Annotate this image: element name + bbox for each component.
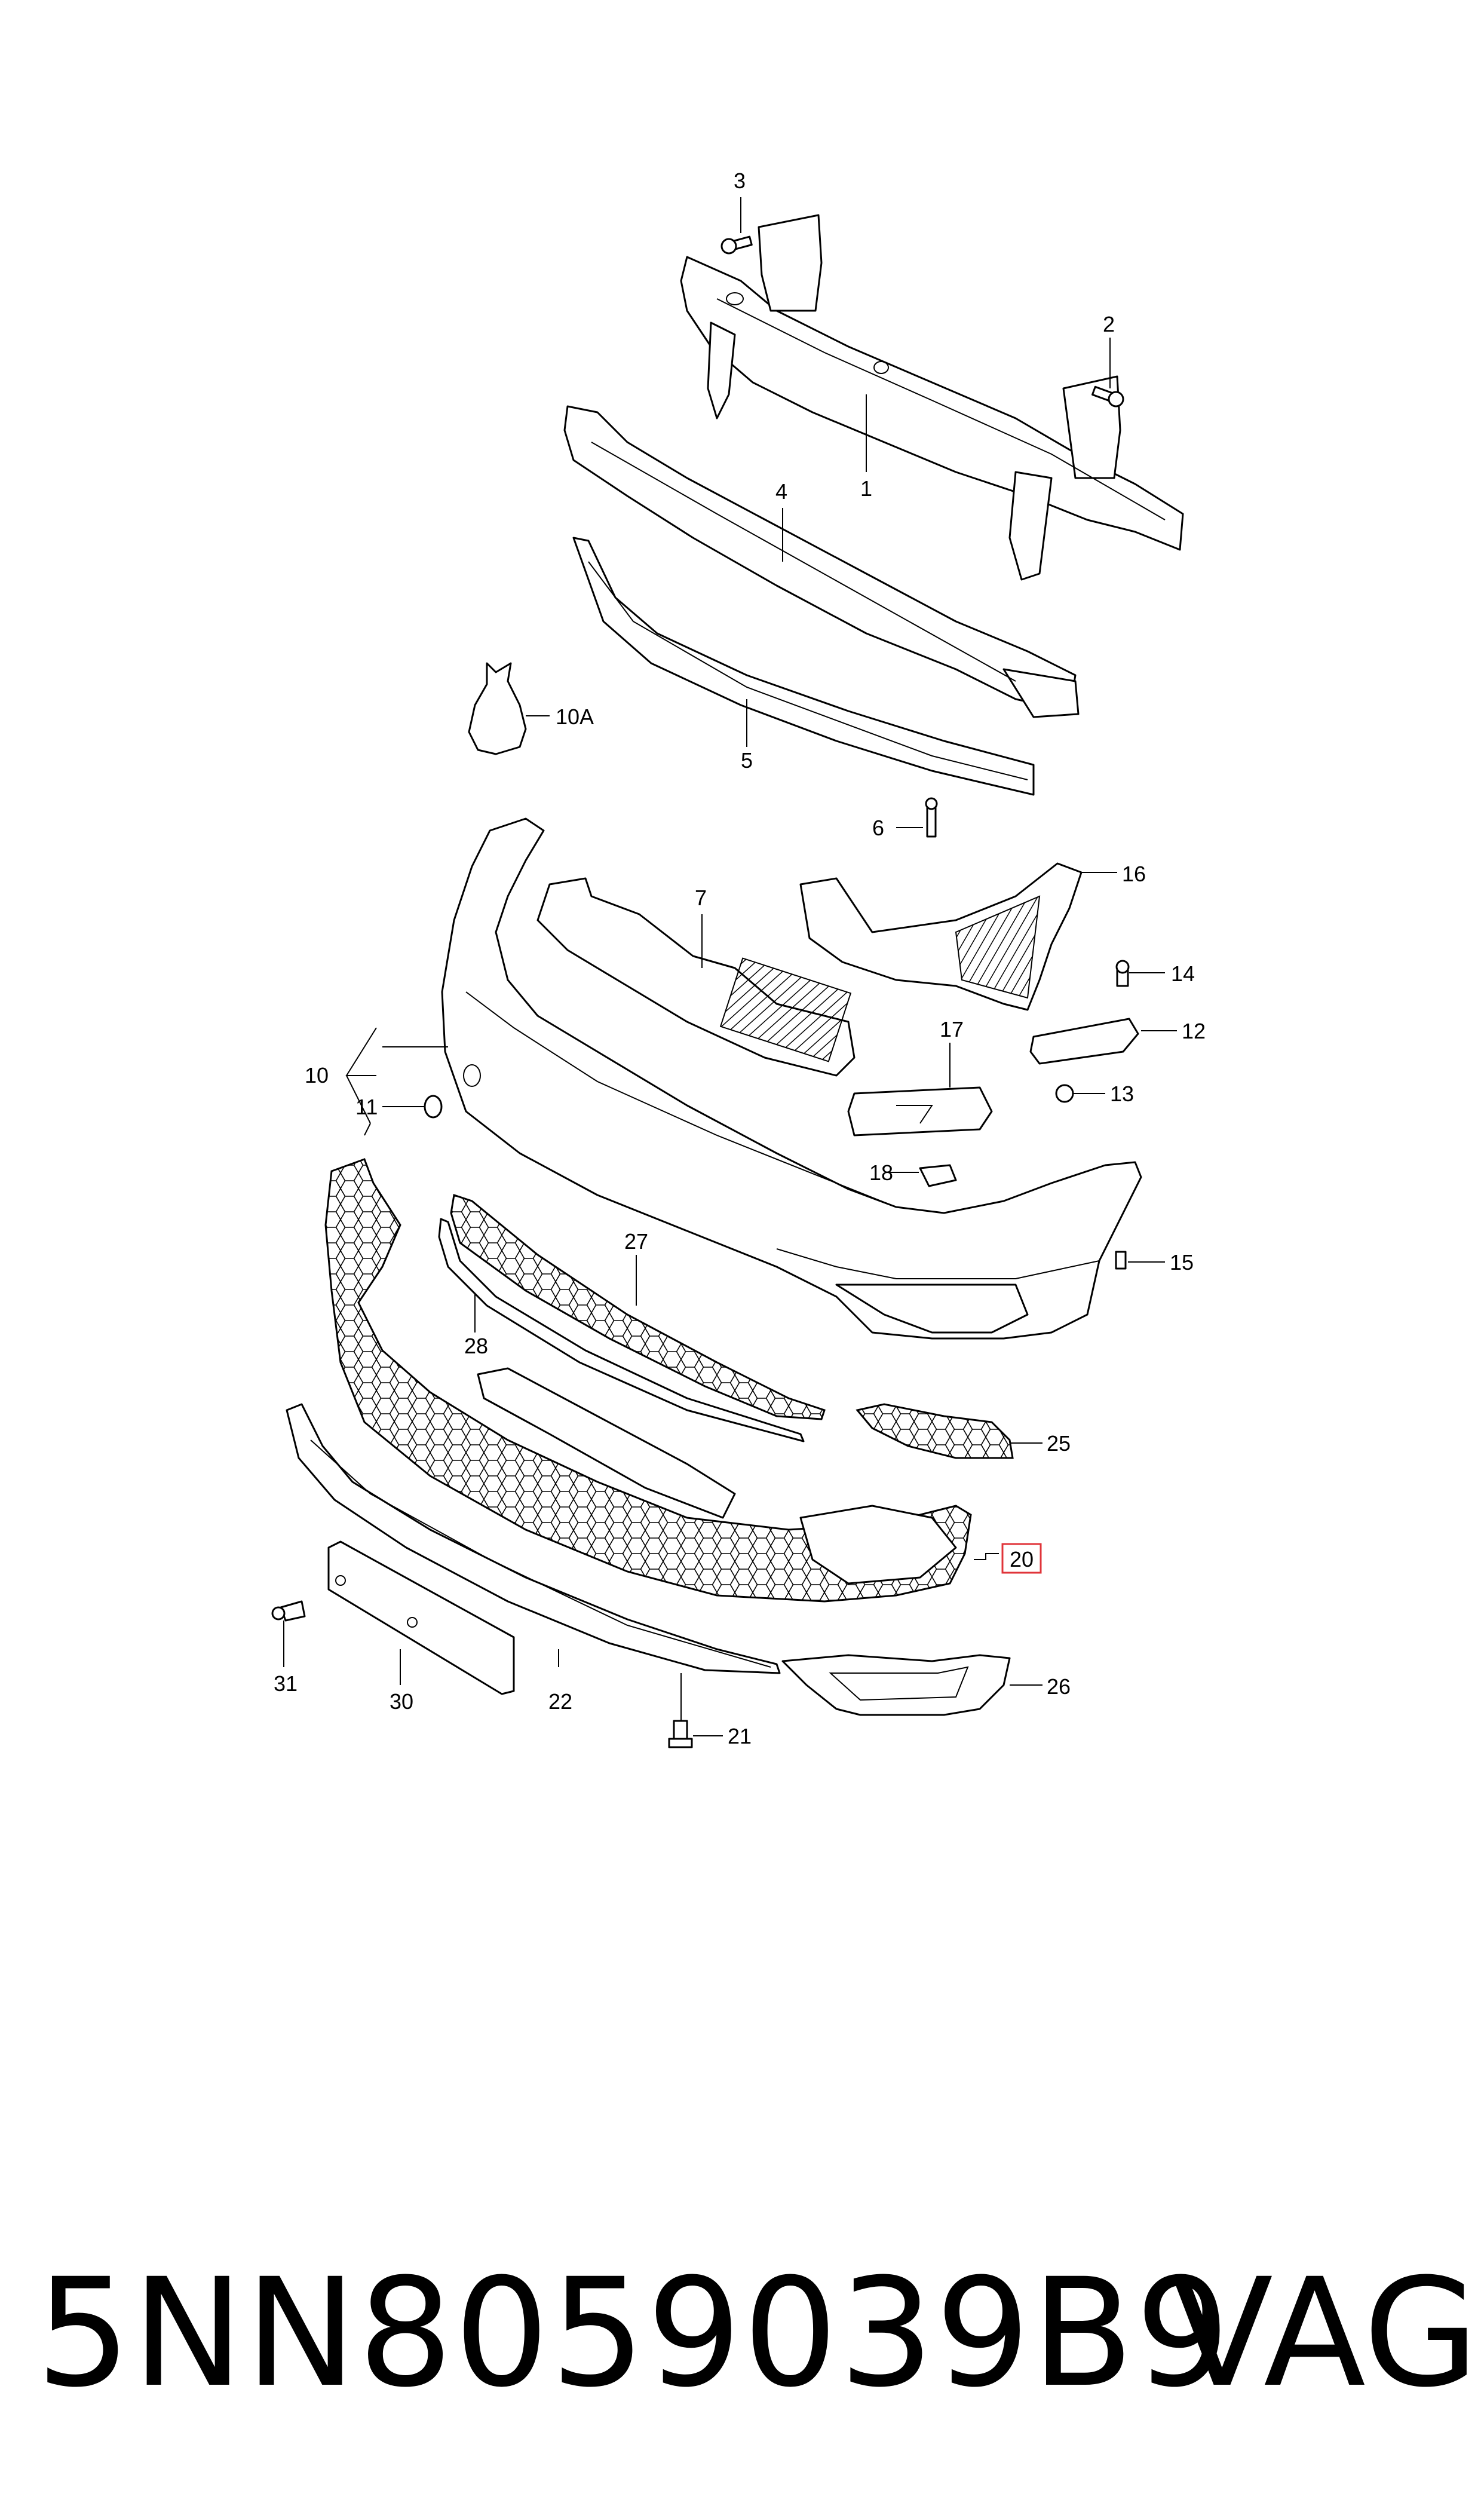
clip-31-part [271, 1600, 306, 1622]
footer: 5NN8059039B9 VAG [36, 2246, 1479, 2420]
bolt-6-part [925, 797, 938, 838]
callout-13: 13 [1110, 1082, 1134, 1106]
callout-10: 10 [305, 1063, 329, 1088]
spoiler-22-part [286, 1403, 781, 1674]
callout-21: 21 [728, 1724, 752, 1748]
callout-2: 2 [1103, 312, 1115, 336]
callout-15: 15 [1170, 1250, 1194, 1275]
callout-12: 12 [1182, 1019, 1206, 1043]
callout-30: 30 [390, 1689, 413, 1714]
guide-12-part [1029, 1018, 1139, 1065]
bracket-17-part [847, 1086, 993, 1137]
callout-22: 22 [548, 1689, 572, 1714]
callout-6: 6 [872, 816, 884, 840]
callout-26: 26 [1047, 1674, 1071, 1699]
cross-member-part [680, 214, 1184, 581]
bolt-2-part [1091, 385, 1124, 408]
trim-strip-28-part [438, 1218, 805, 1442]
callout-18: 18 [869, 1160, 893, 1185]
callout-labels: 3 2 1 4 10A 5 6 7 16 14 17 12 10 13 11 1… [274, 169, 1206, 1748]
cap-18-part [919, 1164, 957, 1187]
callout-7: 7 [695, 886, 707, 910]
callout-4: 4 [775, 479, 787, 504]
brand-name: VAG [1171, 2246, 1479, 2420]
callout-27: 27 [624, 1229, 648, 1254]
upper-grille-part [450, 1194, 826, 1420]
callout-20: 20 [1010, 1547, 1034, 1572]
callout-5: 5 [741, 748, 753, 773]
part-number: 5NN8059039B9 [36, 2246, 1232, 2420]
screw-15-part [1115, 1251, 1127, 1270]
side-bracket-part [799, 862, 1083, 1011]
lower-bumper-20-part [324, 1158, 972, 1603]
callout-25: 25 [1047, 1431, 1071, 1456]
callout-3: 3 [734, 169, 746, 193]
callout-28: 28 [464, 1334, 488, 1358]
callout-20-highlight-box [1001, 1543, 1042, 1574]
callout-11: 11 [355, 1095, 378, 1119]
screw-14-part [1115, 960, 1130, 987]
trim-26-part [781, 1654, 1011, 1716]
plate-bracket-30-part [327, 1540, 515, 1695]
callout-10a: 10A [556, 704, 594, 729]
fog-grille-25-part [856, 1403, 1014, 1459]
callout-1: 1 [860, 476, 872, 501]
leader-lines [283, 197, 1177, 1736]
absorber-bracket-part [563, 405, 1080, 718]
clip-13-part [1055, 1084, 1074, 1103]
callout-31: 31 [274, 1671, 298, 1696]
callout-17: 17 [940, 1017, 964, 1041]
bolt-3-part [720, 235, 753, 255]
touchup-bag-part [468, 662, 527, 755]
screw-21-part [668, 1720, 693, 1748]
callout-16: 16 [1122, 862, 1146, 886]
callout-14: 14 [1171, 961, 1195, 986]
impact-strip-part [572, 537, 1035, 796]
inner-bracket-part [536, 877, 856, 1077]
bumper-cover-part [424, 817, 1142, 1340]
